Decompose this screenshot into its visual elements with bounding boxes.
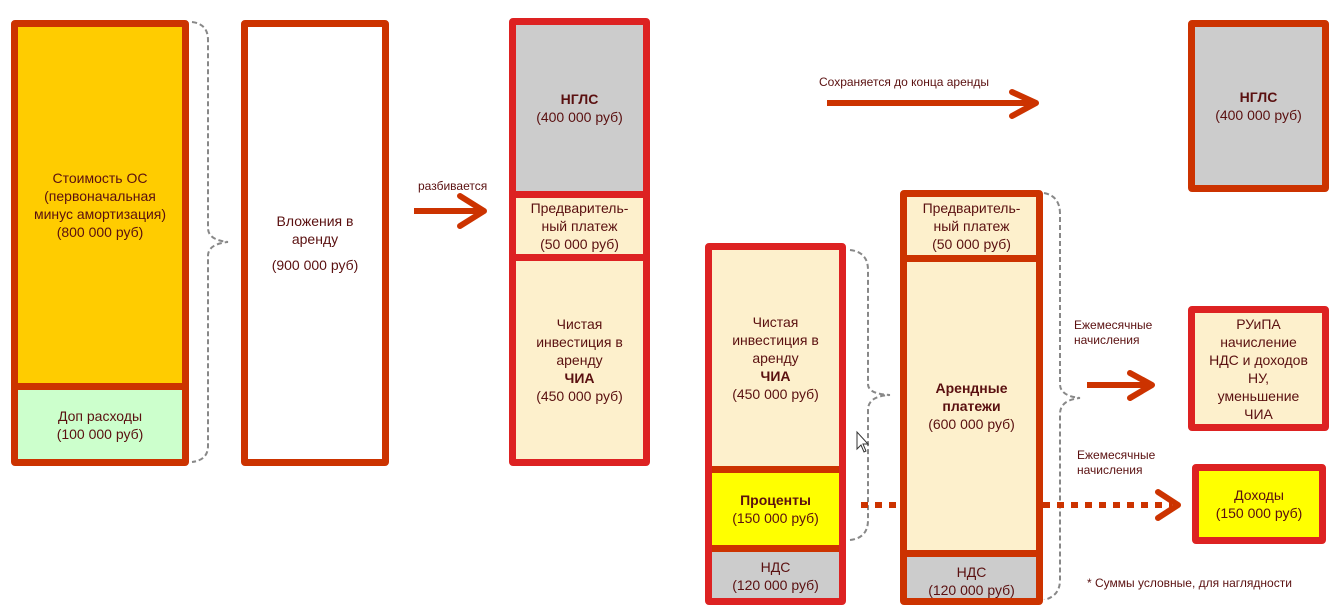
result-ngls-box: НГЛС (400 000 руб): [1188, 20, 1329, 192]
vat-segment: НДС (120 000 руб): [712, 545, 839, 598]
ruipa-line2: начисление: [1220, 333, 1297, 350]
footnote: * Суммы условные, для наглядности: [1087, 576, 1292, 590]
net-investment-line1: Чистая: [556, 316, 603, 332]
ruipa-line1: РУиПА: [1236, 315, 1281, 332]
net-investment-segment: Чистая инвестиция в аренду ЧИА (450 000 …: [516, 254, 643, 459]
net-investment-amount: (450 000 руб): [536, 388, 623, 404]
brace-col1: [191, 21, 229, 463]
prepayment-2-line2: ный платеж: [933, 218, 1010, 234]
result-ngls-amount: (400 000 руб): [1215, 107, 1302, 123]
vat-title: НДС: [760, 559, 791, 575]
result-ruipa-box: РУиПА начисление НДС и доходов НУ, умень…: [1188, 306, 1329, 431]
investment-amount: (900 000 руб): [271, 257, 359, 273]
keep-arrow-label: Сохраняется до конца аренды: [819, 75, 989, 89]
asset-composition-box: Стоимость ОС (первоначальная минус аморт…: [11, 20, 189, 466]
ruipa-line4: НУ,: [1247, 369, 1270, 386]
monthly-label-1-line1: Ежемесячные: [1074, 318, 1153, 332]
ruipa-line6: ЧИА: [1244, 405, 1273, 422]
keep-arrow-icon: [827, 89, 1039, 119]
lease-payments-line1: Арендные: [935, 380, 1008, 396]
brace-col5: [1043, 192, 1081, 600]
lease-payments-segment: Арендные платежи (600 000 руб): [907, 255, 1036, 550]
prepayment-2-amount: (50 000 руб): [932, 236, 1011, 252]
income-title: Доходы: [1234, 487, 1284, 503]
lease-payments-box: Предваритель- ный платеж (50 000 руб) Ар…: [900, 190, 1043, 605]
asset-cost-line1: Стоимость ОС: [52, 170, 148, 186]
ngls-segment: НГЛС (400 000 руб): [516, 25, 643, 191]
vat-amount: (120 000 руб): [732, 577, 819, 593]
brace-col4: [849, 249, 891, 541]
asset-cost-segment: Стоимость ОС (первоначальная минус аморт…: [18, 27, 182, 383]
result-ruipa-segment: РУиПА начисление НДС и доходов НУ, умень…: [1195, 313, 1322, 424]
net-investment-segment-2: Чистая инвестиция в аренду ЧИА (450 000 …: [712, 250, 839, 466]
asset-cost-amount: (800 000 руб): [56, 224, 144, 240]
ngls-amount: (400 000 руб): [536, 109, 623, 125]
extra-costs-label: Доп расходы: [57, 407, 143, 424]
ruipa-line5: уменьшение: [1217, 387, 1300, 404]
net-investment-breakdown-box: Чистая инвестиция в аренду ЧИА (450 000 …: [705, 243, 846, 605]
interest-segment: Проценты (150 000 руб): [712, 466, 839, 545]
monthly-label-1-line2: начисления: [1074, 333, 1140, 347]
ngls-title: НГЛС: [560, 91, 599, 107]
asset-cost-line3: минус амортизация): [33, 206, 167, 222]
asset-cost-line2: (первоначальная: [44, 188, 156, 204]
mouse-cursor-icon: [856, 430, 870, 453]
vat-segment-2: НДС (120 000 руб): [907, 550, 1036, 598]
lease-payments-line2: платежи: [942, 398, 1001, 414]
prepayment-2-line1: Предваритель-: [922, 200, 1021, 216]
prepayment-segment-2: Предваритель- ный платеж (50 000 руб): [907, 197, 1036, 255]
prepayment-line1: Предваритель-: [530, 200, 629, 216]
interest-title: Проценты: [740, 492, 811, 508]
vat-2-amount: (120 000 руб): [928, 582, 1015, 598]
monthly-arrow-icon: [1087, 370, 1155, 401]
income-amount: (150 000 руб): [1215, 505, 1303, 521]
net-investment-line2: инвестиция в: [536, 334, 623, 350]
extra-costs-amount: (100 000 руб): [56, 425, 144, 442]
lease-payments-amount: (600 000 руб): [928, 416, 1015, 432]
net-investment-line3: аренду: [556, 352, 603, 368]
split-arrow-label: разбивается: [418, 179, 488, 193]
result-ngls-segment: НГЛС (400 000 руб): [1195, 27, 1322, 185]
net-investment-2-line2: инвестиция в: [732, 332, 819, 348]
lease-investment-box: Вложения в аренду (900 000 руб): [241, 20, 389, 466]
investment-line1: Вложения в: [276, 213, 354, 229]
monthly-label-2-line2: начисления: [1077, 463, 1143, 477]
ruipa-line3: НДС и доходов: [1209, 351, 1308, 368]
prepayment-amount: (50 000 руб): [540, 236, 619, 252]
net-investment-2-amount: (450 000 руб): [732, 386, 819, 402]
result-income-box: Доходы (150 000 руб): [1192, 464, 1326, 544]
vat-2-title: НДС: [956, 564, 987, 580]
monthly-label-2-line1: Ежемесячные: [1077, 448, 1156, 462]
monthly-label-2: Ежемесячные начисления: [1077, 448, 1155, 478]
lease-investment-segment: Вложения в аренду (900 000 руб): [248, 27, 382, 459]
extra-costs-segment: Доп расходы (100 000 руб): [18, 383, 182, 459]
split-arrow-icon: [414, 193, 487, 229]
net-investment-abbr: ЧИА: [564, 370, 595, 386]
net-investment-2-abbr: ЧИА: [760, 368, 791, 384]
prepayment-line2: ный платеж: [541, 218, 618, 234]
result-income-segment: Доходы (150 000 руб): [1199, 471, 1319, 537]
net-investment-2-line3: аренду: [752, 350, 799, 366]
interest-amount: (150 000 руб): [732, 510, 819, 526]
monthly-label-1: Ежемесячные начисления: [1074, 318, 1152, 348]
investment-line2: аренду: [291, 231, 339, 247]
net-investment-2-line1: Чистая: [752, 314, 799, 330]
result-ngls-title: НГЛС: [1239, 89, 1278, 105]
split-result-box: НГЛС (400 000 руб) Предваритель- ный пла…: [509, 18, 650, 466]
prepayment-segment: Предваритель- ный платеж (50 000 руб): [516, 191, 643, 254]
